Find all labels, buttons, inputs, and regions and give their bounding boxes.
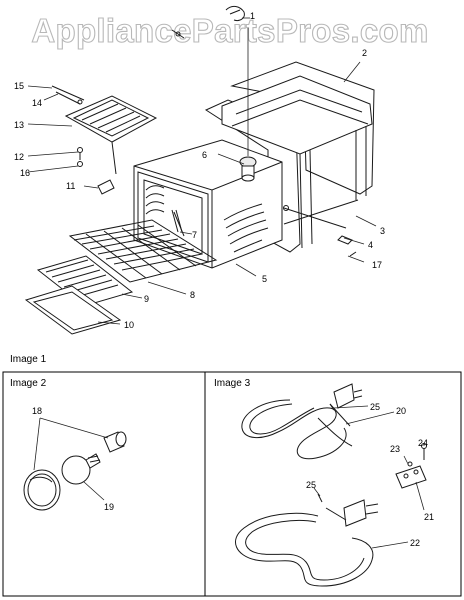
part-25-clips bbox=[317, 403, 335, 503]
part-12-16-screws bbox=[77, 147, 83, 167]
part-21-terminal-block bbox=[395, 443, 427, 489]
part-3-bracket bbox=[283, 205, 357, 257]
image1-label: Image 1 bbox=[10, 354, 47, 365]
callout-23: 23 bbox=[390, 444, 400, 454]
callout-10: 10 bbox=[124, 320, 134, 330]
image1-group: 1 2 3 4 5 6 7 8 9 10 11 12 13 14 15 16 1… bbox=[14, 5, 385, 335]
callout-3: 3 bbox=[380, 226, 385, 236]
callout-25-upper: 25 bbox=[370, 402, 380, 412]
callout-9: 9 bbox=[144, 294, 149, 304]
part-18-cap bbox=[103, 431, 127, 453]
callout-20: 20 bbox=[396, 406, 406, 416]
callout-15: 15 bbox=[14, 81, 24, 91]
image2-group: 18 19 bbox=[23, 406, 127, 512]
callout-13: 13 bbox=[14, 120, 24, 130]
part-15-bracket bbox=[51, 85, 85, 105]
callout-21: 21 bbox=[424, 512, 434, 522]
callout-8: 8 bbox=[190, 290, 195, 300]
callout-17: 17 bbox=[372, 260, 382, 270]
part-5-oven-cavity bbox=[133, 139, 283, 269]
part-22-bake-element bbox=[234, 499, 379, 587]
callout-6: 6 bbox=[202, 150, 207, 160]
image3-frame bbox=[204, 371, 462, 597]
part-18-lens bbox=[23, 469, 61, 511]
part-10-broil-pan bbox=[24, 285, 122, 335]
callout-12: 12 bbox=[14, 152, 24, 162]
part-6-lamp-socket bbox=[239, 28, 257, 182]
part-11-clip bbox=[97, 179, 115, 195]
part-1-vent bbox=[171, 5, 245, 39]
part-8-oven-rack bbox=[68, 219, 218, 283]
callout-5: 5 bbox=[262, 274, 267, 284]
callout-11: 11 bbox=[66, 181, 75, 191]
callout-18: 18 bbox=[32, 406, 42, 416]
callout-24: 24 bbox=[418, 438, 428, 448]
part-20-broil-element bbox=[241, 383, 363, 460]
callout-7: 7 bbox=[192, 230, 197, 240]
part-19-bulb bbox=[61, 453, 101, 485]
callout-19: 19 bbox=[104, 502, 114, 512]
callout-22: 22 bbox=[410, 538, 420, 548]
callout-25-lower: 25 bbox=[306, 480, 316, 490]
callout-14: 14 bbox=[32, 98, 42, 108]
image1-leaders bbox=[27, 17, 377, 325]
callout-4: 4 bbox=[368, 240, 373, 250]
callout-2: 2 bbox=[362, 48, 367, 58]
callout-16: 16 bbox=[20, 168, 30, 178]
part-13-baffle-tray bbox=[64, 95, 158, 175]
watermark-text: AppliancePartsPros.com bbox=[31, 12, 428, 49]
image3-label: Image 3 bbox=[214, 378, 251, 389]
image2-label: Image 2 bbox=[10, 378, 47, 389]
callout-1: 1 bbox=[250, 11, 255, 21]
image3-group: 20 21 22 23 24 25 25 bbox=[234, 383, 434, 587]
